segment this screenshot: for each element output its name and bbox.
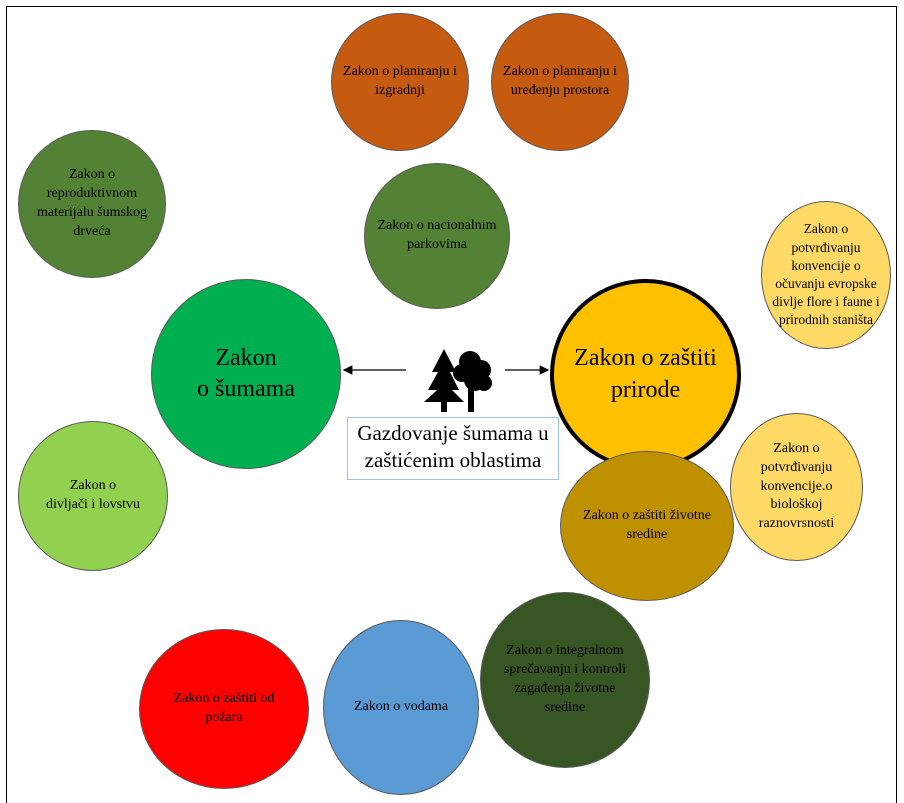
- law-circle-konvencija-bioloska: Zakon o potvrđivanju konvencije.o biološ…: [730, 413, 863, 561]
- forest-trees-icon: [424, 349, 492, 412]
- diagram-frame: [6, 6, 897, 803]
- center-label: Gazdovanje šumama u zaštićenim oblastima: [347, 417, 559, 480]
- law-label: Zakon o divljači i lovstvu: [45, 478, 141, 512]
- law-circle-zastita-od-pozara: Zakon o zaštiti od požara: [139, 629, 309, 789]
- law-circle-vode: Zakon o vodama: [323, 620, 479, 795]
- law-circle-zastita-zivotne-sredine: Zakon o zaštiti životne sredine: [560, 451, 734, 601]
- law-circle-planiranje-izgradnja: Zakon o planiranju i izgradnji: [331, 13, 469, 151]
- law-circle-reproduktivni-materijal: Zakon o reproduktivnom materijalu šumsko…: [18, 130, 166, 278]
- law-label: Zakon o reproduktivnom materijalu šumsko…: [36, 167, 148, 239]
- law-label: Zakon o šumama: [197, 344, 295, 402]
- law-label: Zakon o potvrđivanju konvencije.o biološ…: [758, 440, 835, 532]
- law-circle-nacionalni-parkovi: Zakon o nacionalnim parkovima: [364, 163, 510, 309]
- law-label: Zakon o vodama: [353, 699, 449, 715]
- law-label: Zakon o zaštiti od požara: [173, 691, 275, 725]
- law-label: Zakon o planiranju i uređenju prostora: [503, 64, 617, 98]
- law-circle-konvencija-flora-fauna: Zakon o potvrđivanju konvencije o očuvan…: [761, 201, 891, 349]
- law-label: Zakon o planiranju i izgradnji: [343, 64, 457, 98]
- law-circle-sume: Zakon o šumama: [151, 279, 341, 469]
- law-circle-divljac-lovstvo: Zakon o divljači i lovstvu: [18, 421, 168, 571]
- law-label: Zakon o potvrđivanju konvencije o očuvan…: [772, 221, 880, 328]
- law-label: Zakon o zaštiti prirode: [574, 345, 717, 403]
- law-label: Zakon o nacionalnim parkovima: [377, 218, 497, 252]
- law-circle-integralno-sprecavanje: Zakon o integralnom sprečavanju i kontro…: [480, 592, 650, 768]
- law-label: Zakon o integralnom sprečavanju i kontro…: [503, 643, 627, 715]
- law-label: Zakon o zaštiti životne sredine: [583, 508, 711, 542]
- law-circle-planiranje-uredjenje: Zakon o planiranju i uređenju prostora: [491, 13, 629, 151]
